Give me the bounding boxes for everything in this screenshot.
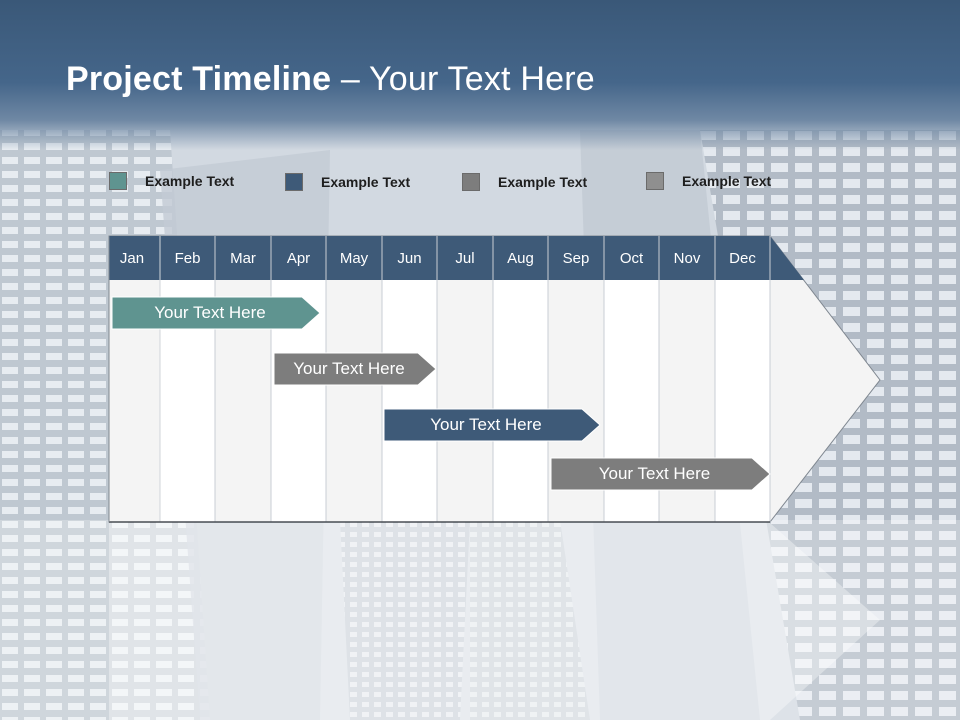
title-bold: Project Timeline — [66, 60, 332, 98]
legend-swatch — [109, 172, 127, 190]
month-label: Jul — [455, 250, 475, 267]
month-label: Apr — [286, 250, 311, 267]
task-bar-label: Your Text Here — [430, 415, 542, 434]
legend-label: Example Text — [321, 174, 411, 190]
legend-label: Example Text — [682, 173, 772, 189]
month-label: Jan — [119, 250, 145, 267]
month-label: Jun — [397, 250, 422, 267]
legend-label: Example Text — [498, 174, 588, 190]
task-bar — [111, 296, 321, 330]
month-label: Mar — [230, 250, 256, 267]
title-band — [0, 0, 960, 150]
month-label: Oct — [619, 250, 644, 267]
legend-item: Example Text — [285, 171, 410, 193]
timeline-header — [109, 236, 804, 280]
legend-item: Example Text — [109, 170, 234, 192]
month-label: Dec — [729, 250, 756, 267]
month-label: Nov — [673, 250, 701, 267]
month-label: May — [339, 250, 369, 267]
task-bar-label: Your Text Here — [154, 303, 266, 322]
task-bar — [550, 457, 771, 491]
task-bar — [273, 352, 437, 386]
legend-item: Example Text — [462, 171, 587, 193]
task-bar — [383, 408, 601, 442]
month-label: Aug — [507, 250, 534, 267]
month-label: Sep — [562, 250, 590, 267]
slide-title: Project Timeline – Your Text Here — [66, 60, 595, 99]
legend-item: Example Text — [646, 170, 771, 192]
timeline-reflection — [109, 523, 880, 720]
legend-swatch — [462, 173, 480, 191]
task-bar-label: Your Text Here — [598, 464, 711, 483]
legend-label: Example Text — [145, 173, 235, 189]
title-rest: – Your Text Here — [331, 60, 595, 98]
month-label: Feb — [174, 250, 201, 267]
legend-swatch — [646, 172, 664, 190]
legend-swatch — [285, 173, 303, 191]
task-bar-label: Your Text Here — [293, 359, 405, 378]
